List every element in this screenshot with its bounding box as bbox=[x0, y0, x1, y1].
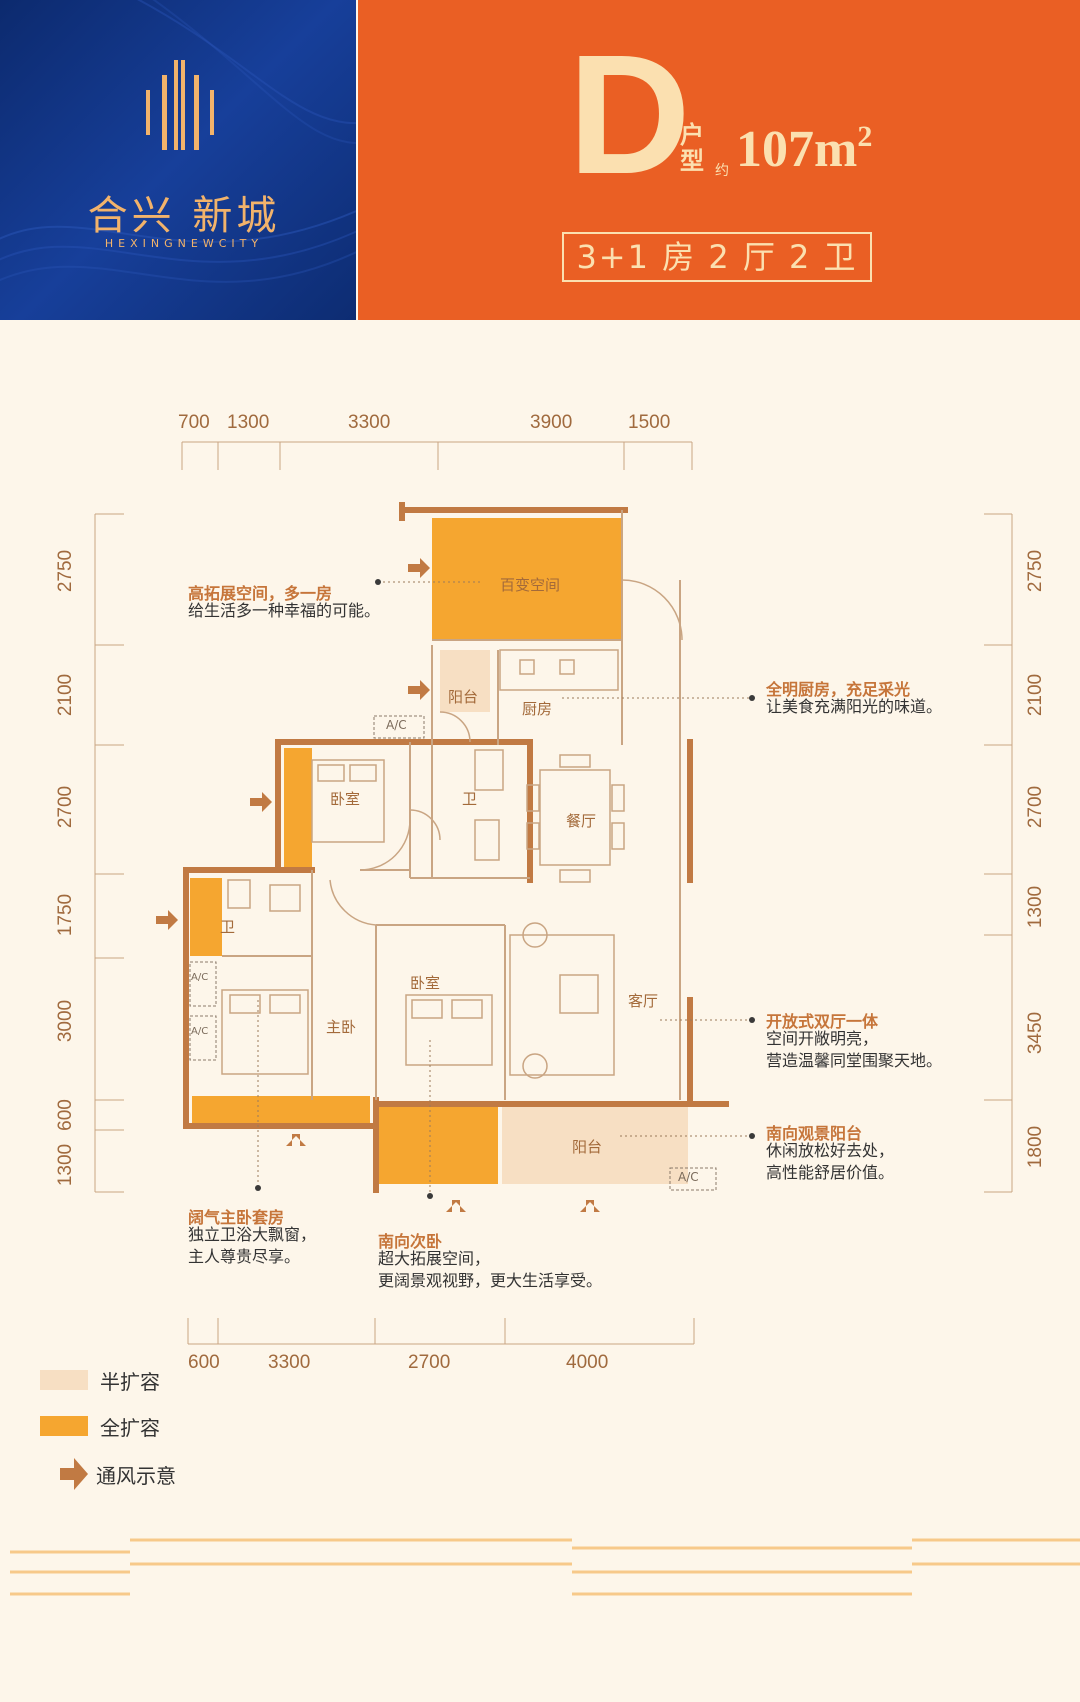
unit-about: 约 bbox=[715, 163, 729, 179]
annotation-3-title: 开放式双厅一体 bbox=[766, 1012, 879, 1031]
annotation-6-line-2: 更阔景观视野，更大生活享受。 bbox=[378, 1271, 603, 1290]
doors bbox=[329, 579, 683, 926]
dim-bottom-2: 3300 bbox=[268, 1352, 311, 1373]
dim-top-3: 3300 bbox=[348, 412, 391, 433]
legend-full-label: 全扩容 bbox=[100, 1416, 160, 1440]
room-north-balcony: 阳台 bbox=[448, 688, 479, 706]
north-balcony-area bbox=[440, 650, 490, 712]
dim-left-7: 1300 bbox=[55, 1143, 76, 1187]
annotation-5-line-1: 独立卫浴大飘窗， bbox=[188, 1225, 317, 1244]
dim-top-5: 1500 bbox=[628, 412, 671, 433]
footer-lines bbox=[10, 1538, 1080, 1596]
annotation-3-line-1: 空间开敞明亮， bbox=[766, 1029, 879, 1048]
master-bath-window-area bbox=[190, 878, 222, 956]
annotation-2-line-1: 让美食充满阳光的味道。 bbox=[766, 697, 943, 716]
top-dimension-lines bbox=[181, 441, 693, 470]
flex-space-area bbox=[432, 518, 622, 640]
bottom-dimension-lines bbox=[187, 1318, 695, 1345]
legend-ventilation-icon bbox=[60, 1458, 88, 1490]
ventilation-arrow-icons bbox=[156, 558, 600, 1212]
unit-area: 107m2 bbox=[736, 120, 873, 178]
annotation-6-line-1: 超大拓展空间， bbox=[378, 1249, 491, 1268]
brand-panel: 合兴 新城 HEXINGNEWCITY bbox=[0, 0, 356, 320]
room-bedroom-1: 卧室 bbox=[330, 790, 361, 808]
annotation-5-line-2: 主人尊贵尽享。 bbox=[188, 1247, 301, 1266]
bedroom1-window-area bbox=[284, 748, 312, 870]
walls bbox=[183, 502, 729, 1193]
unit-panel: D 户型 约 107m2 3+1 房 2 厅 2 卫 bbox=[358, 0, 1080, 320]
dim-right-2: 2100 bbox=[1025, 673, 1046, 717]
room-flex-space: 百变空间 bbox=[500, 576, 561, 594]
room-master: 主卧 bbox=[326, 1018, 357, 1036]
bedroom2-window-area bbox=[378, 1106, 498, 1184]
brand-logo-icon bbox=[146, 60, 214, 150]
dim-bottom-1: 600 bbox=[188, 1352, 220, 1373]
dim-right-3: 2700 bbox=[1025, 785, 1046, 829]
dim-bottom-3: 2700 bbox=[408, 1352, 451, 1373]
room-south-balcony: 阳台 bbox=[572, 1138, 603, 1156]
dim-right-4: 1300 bbox=[1025, 885, 1046, 929]
room-bath-2: 卫 bbox=[220, 918, 236, 936]
unit-layout: 3+1 房 2 厅 2 卫 bbox=[562, 232, 872, 282]
dim-left-1: 2750 bbox=[55, 549, 76, 593]
south-balcony-area bbox=[502, 1106, 688, 1184]
brand-wave-background bbox=[0, 0, 356, 283]
annotation-4-line-2: 高性能舒居价值。 bbox=[766, 1163, 895, 1182]
annotation-4-title: 南向观景阳台 bbox=[766, 1124, 863, 1143]
legend-ventilation-label: 通风示意 bbox=[96, 1464, 176, 1488]
room-bath-1: 卫 bbox=[462, 790, 478, 808]
room-ac-3: A/C bbox=[191, 972, 209, 983]
dim-bottom-4: 4000 bbox=[566, 1352, 609, 1373]
annotation-4-line-1: 休闲放松好去处， bbox=[766, 1141, 895, 1160]
brand-name: 合兴 新城 bbox=[87, 193, 281, 239]
dim-left-4: 1750 bbox=[55, 893, 76, 937]
annotation-5-title: 阔气主卧套房 bbox=[188, 1208, 285, 1227]
annotation-6-title: 南向次卧 bbox=[378, 1232, 443, 1251]
brand-name-en: HEXINGNEWCITY bbox=[104, 237, 264, 250]
unit-type-word: 户型 bbox=[680, 121, 704, 175]
ac-units bbox=[189, 715, 717, 1191]
room-living: 客厅 bbox=[628, 992, 659, 1010]
master-window-area bbox=[192, 1096, 370, 1124]
room-kitchen: 厨房 bbox=[522, 700, 553, 718]
right-dimension-lines bbox=[984, 513, 1013, 1193]
legend-half-label: 半扩容 bbox=[100, 1370, 160, 1394]
room-ac-4: A/C bbox=[191, 1026, 209, 1037]
annotation-1-title: 高拓展空间，多一房 bbox=[188, 584, 333, 603]
annotation-3-line-2: 营造温馨同堂围聚天地。 bbox=[766, 1051, 943, 1070]
leader-lines bbox=[257, 581, 752, 1196]
legend-half-swatch bbox=[40, 1370, 88, 1390]
room-ac-2: A/C bbox=[678, 1170, 699, 1184]
furniture bbox=[221, 649, 625, 1079]
dim-top-4: 3900 bbox=[530, 412, 573, 433]
unit-letter: D bbox=[568, 20, 691, 210]
leader-dots bbox=[255, 579, 755, 1199]
dim-left-3: 2700 bbox=[55, 785, 76, 829]
room-bedroom-2: 卧室 bbox=[410, 974, 441, 992]
dim-right-6: 1800 bbox=[1025, 1125, 1046, 1169]
legend-full-swatch bbox=[40, 1416, 88, 1436]
annotation-2-title: 全明厨房，充足采光 bbox=[766, 680, 911, 699]
dim-left-5: 3000 bbox=[55, 999, 76, 1043]
room-ac-1: A/C bbox=[386, 718, 407, 732]
dim-left-2: 2100 bbox=[55, 673, 76, 717]
dim-right-5: 3450 bbox=[1025, 1011, 1046, 1055]
dim-top-2: 1300 bbox=[227, 412, 270, 433]
annotation-1-line-1: 给生活多一种幸福的可能。 bbox=[188, 601, 381, 620]
inner-walls bbox=[222, 510, 681, 1100]
dim-right-1: 2750 bbox=[1025, 549, 1046, 593]
room-dining: 餐厅 bbox=[566, 812, 597, 830]
dim-top-1: 700 bbox=[178, 412, 210, 433]
left-dimension-lines bbox=[94, 513, 124, 1193]
